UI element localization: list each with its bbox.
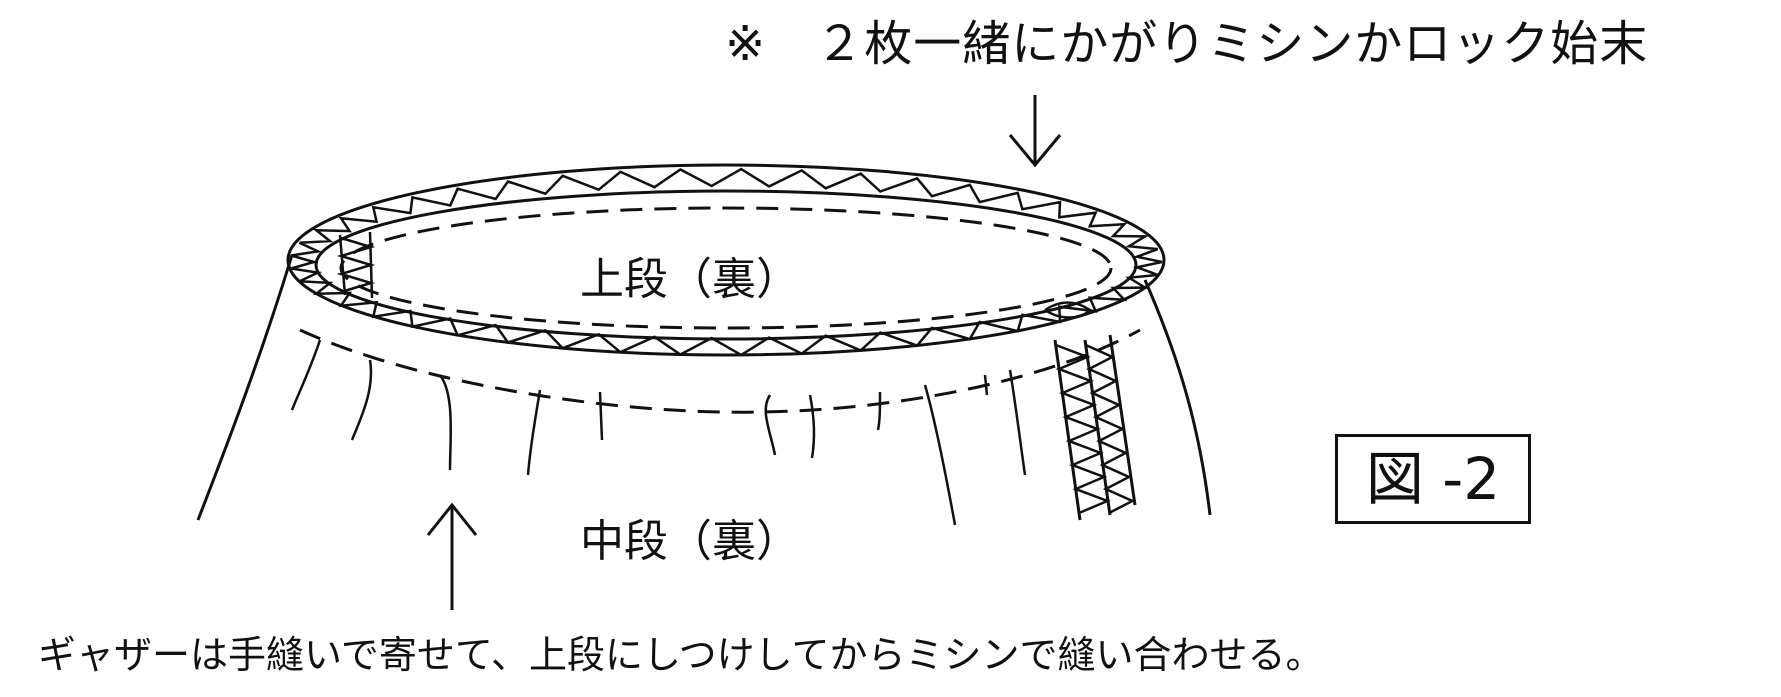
overlock-stitches [290,167,1163,357]
left-seam-overlock [336,231,376,299]
skirt-right-edge [1143,279,1212,516]
overlock-outer-edge [286,163,1166,357]
finishing-instruction-note: ※ ２枚一緒にかがりミシンかロック始末 [725,16,1649,72]
upper-tier-label: 上段（裏） [580,254,800,305]
upper-dashed-stitch-line [339,206,1113,330]
left-seam-zigzag [336,236,376,294]
side-seam-zigzag-0 [1055,343,1111,515]
gather-instruction-note: ギャザーは手縫いで寄せて、上段にしつけしてからミシンで縫い合わせる。 [38,633,1324,677]
figure-number-box: 図 -2 [1335,434,1531,524]
overlock-inner-edge [314,189,1138,341]
middle-tier-label: 中段（裏） [580,516,800,567]
side-seam-zigzag-1 [1085,343,1136,515]
overlock-zigzag-path [290,167,1163,357]
skirt-left-edge [196,254,294,521]
up-arrow-icon [426,502,478,610]
down-arrow-icon [1008,95,1062,168]
gather-lines [290,339,1027,526]
side-seam-overlock [1044,301,1137,521]
